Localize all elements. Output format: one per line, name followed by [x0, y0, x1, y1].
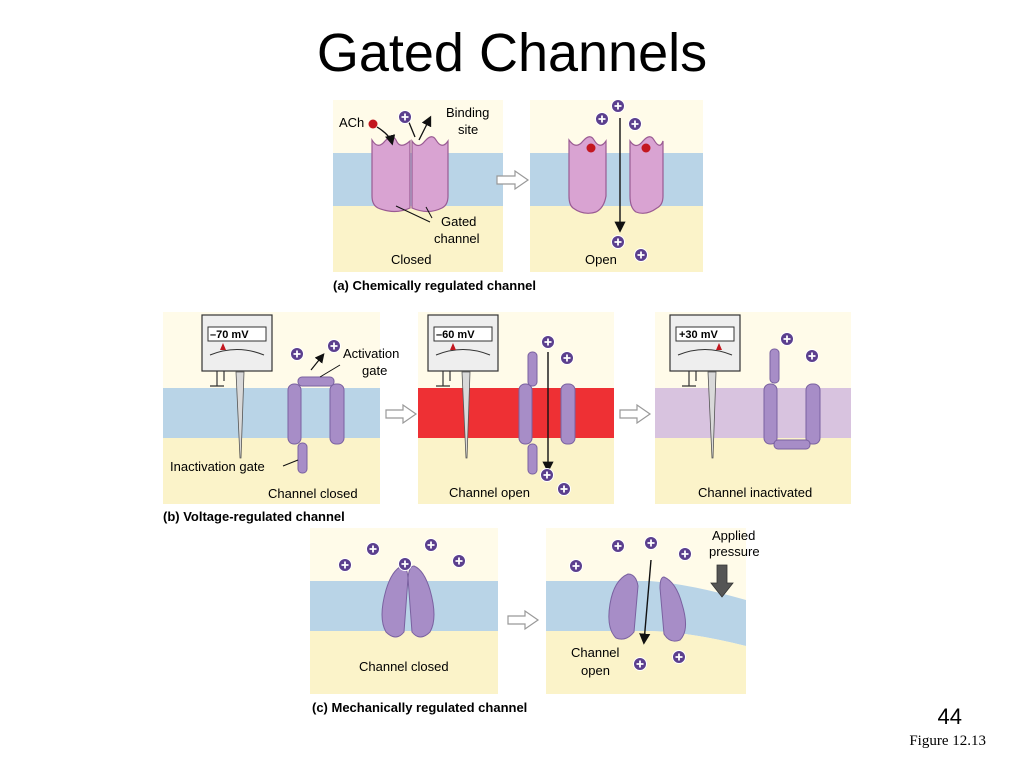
panel-b-voltage: –70 mV Activation gate Inactivation gate… [163, 312, 851, 524]
gated-channel-label-2: channel [434, 231, 480, 246]
pressure-arrow-icon [710, 564, 734, 598]
voltmeter-2 [427, 314, 499, 372]
panel-b-caption: (b) Voltage-regulated channel [163, 509, 345, 524]
cation-icon [423, 537, 439, 553]
transition-arrow-b2 [619, 403, 652, 425]
cation-icon [365, 541, 381, 557]
applied-pressure-label-1: Applied [712, 528, 755, 543]
panel-a-closed-frame: ACh Binding site Gated channel Closed [333, 100, 503, 272]
cation-icon [632, 656, 648, 672]
transition-arrow-b1 [385, 403, 418, 425]
panel-c-open-frame: Applied pressure Channel open [546, 528, 760, 694]
cation-icon [539, 467, 555, 483]
chemical-channel-subunit-right-open [629, 136, 664, 214]
voltage-channel-right [560, 383, 576, 445]
channel-closed-label: Channel closed [268, 486, 358, 501]
inactivation-gate-closed [773, 439, 811, 450]
cation-icon [337, 557, 353, 573]
binding-site-label-2: site [458, 122, 478, 137]
mech-channel-open-label-1: Channel [571, 645, 620, 660]
inactivation-gate [297, 442, 308, 474]
mechanical-channel-right-open [659, 576, 686, 642]
mechanical-channel-right [407, 565, 435, 638]
cation-icon [627, 116, 643, 132]
voltmeter-3-reading: +30 mV [679, 329, 718, 341]
ach-bound-right [641, 143, 651, 153]
cation-icon [610, 538, 626, 554]
cation-icon [610, 98, 626, 114]
activation-gate-open [769, 348, 780, 384]
voltage-channel-left [763, 383, 778, 445]
cation-icon [804, 348, 820, 364]
cation-icon [397, 556, 413, 572]
cation-icon [568, 558, 584, 574]
cation-icon [633, 247, 649, 263]
cation-icon [779, 331, 795, 347]
cation-icon [289, 346, 305, 362]
voltage-channel-right [329, 383, 345, 445]
channel-open-label: Channel open [449, 485, 530, 500]
applied-pressure-label-2: pressure [709, 544, 760, 559]
gated-channel-label-1: Gated [441, 214, 476, 229]
ach-label: ACh [339, 115, 364, 130]
voltage-channel-left [518, 383, 533, 445]
panel-a-open-frame: Open [530, 98, 703, 272]
panel-b-open-frame: –60 mV Channel open [418, 312, 614, 504]
activation-gate-label-1: Activation [343, 346, 399, 361]
chemical-channel-subunit-left-open [568, 136, 607, 214]
panel-a-caption: (a) Chemically regulated channel [333, 278, 536, 293]
voltage-channel-left [287, 383, 302, 445]
activation-gate [297, 376, 335, 387]
inactivation-gate-label: Inactivation gate [170, 459, 265, 474]
voltmeter-1 [201, 314, 273, 372]
microelectrode [461, 371, 471, 459]
activation-gate-open [527, 351, 538, 387]
cation-icon [556, 481, 572, 497]
slide-title: Gated Channels [316, 23, 708, 83]
cation-icon [326, 338, 342, 354]
mech-channel-closed-label: Channel closed [359, 659, 449, 674]
panel-c-closed-frame: Channel closed [310, 528, 498, 694]
microelectrode [235, 371, 245, 459]
panel-c-caption: (c) Mechanically regulated channel [312, 700, 527, 715]
cation-icon [451, 553, 467, 569]
voltmeter-1-reading: –70 mV [210, 329, 249, 341]
microelectrode [707, 371, 717, 459]
cation-icon [594, 111, 610, 127]
figure-label: Figure 12.13 [909, 733, 986, 749]
inactivation-gate-open [527, 443, 538, 475]
panel-b-closed-frame: –70 mV Activation gate Inactivation gate… [163, 312, 399, 504]
ach-bound-left [586, 143, 596, 153]
activation-gate-label-2: gate [362, 363, 387, 378]
panel-b-inactivated-frame: +30 mV Channel inactivated [655, 312, 851, 504]
panel-c-mechanical: Channel closed Applied pressure Channel … [310, 528, 760, 715]
voltmeter-3 [669, 314, 741, 372]
ach-molecule [368, 119, 378, 129]
voltmeter-2-reading: –60 mV [436, 329, 475, 341]
binding-site-label-1: Binding [446, 105, 489, 120]
state-closed-label: Closed [391, 252, 431, 267]
cation-icon [671, 649, 687, 665]
cation-icon [559, 350, 575, 366]
page-number: 44 [937, 704, 962, 729]
transition-arrow-c [507, 609, 540, 631]
mechanical-channel-left [381, 565, 409, 638]
cation-icon [610, 234, 626, 250]
panel-a-chemical: ACh Binding site Gated channel Closed Op… [333, 98, 703, 293]
mech-channel-open-label-2: open [581, 663, 610, 678]
cation-icon [677, 546, 693, 562]
cation-icon [643, 535, 659, 551]
mechanical-channel-left-open [608, 573, 639, 640]
transition-arrow-a [496, 169, 530, 191]
state-open-label: Open [585, 252, 617, 267]
chemical-channel-subunit-right [411, 136, 449, 213]
voltage-channel-right [805, 383, 821, 445]
chemical-channel-subunit-left [371, 136, 411, 213]
cation-icon [397, 109, 413, 125]
channel-inactivated-label: Channel inactivated [698, 485, 812, 500]
cation-icon [540, 334, 556, 350]
